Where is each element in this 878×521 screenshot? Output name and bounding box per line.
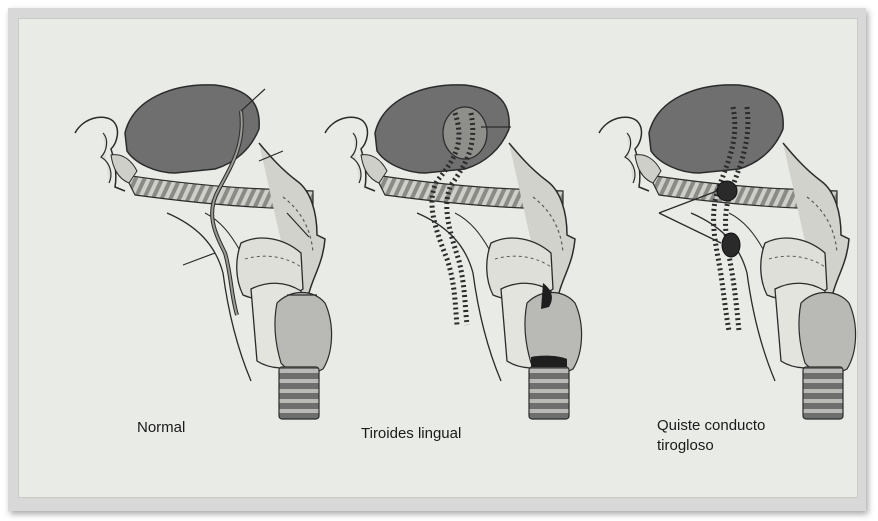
figure-panel: Normal Tiroides lingual Quiste conducto … bbox=[18, 18, 858, 498]
diagram-normal bbox=[75, 85, 332, 419]
caption-lingual: Tiroides lingual bbox=[361, 424, 461, 444]
caption-lingual-line-1: Tiroides lingual bbox=[361, 424, 461, 444]
caption-cyst-line-1: Quiste conducto bbox=[657, 416, 765, 436]
caption-normal-line-1: Normal bbox=[137, 418, 185, 438]
diagram-cyst bbox=[599, 85, 856, 419]
diagram-lingual bbox=[325, 85, 582, 419]
figure-frame: Normal Tiroides lingual Quiste conducto … bbox=[8, 8, 866, 511]
caption-cyst: Quiste conducto tirogloso bbox=[657, 416, 765, 456]
caption-normal: Normal bbox=[137, 418, 185, 438]
caption-cyst-line-2: tirogloso bbox=[657, 436, 765, 456]
